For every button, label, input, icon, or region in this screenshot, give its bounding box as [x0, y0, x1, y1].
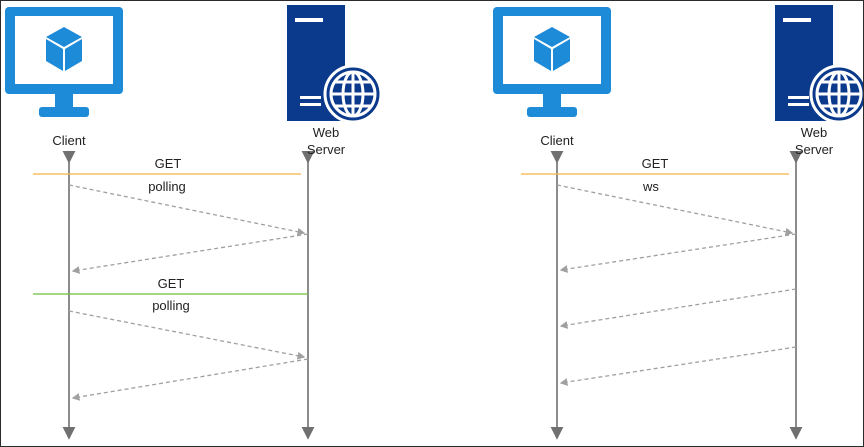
dashed-request-1 — [68, 184, 306, 236]
message-name-label: polling — [148, 179, 186, 194]
cube-icon — [46, 27, 82, 71]
cube-icon — [534, 27, 570, 71]
client-label: Client — [52, 133, 86, 148]
message-name-label: polling — [152, 298, 190, 313]
web-server-icon — [287, 5, 383, 124]
dashed-request-2 — [68, 310, 306, 360]
web-server-icon — [775, 5, 863, 124]
dashed-push-3 — [559, 346, 797, 386]
globe-icon — [323, 64, 383, 124]
message-method-label: GET — [641, 156, 669, 171]
client-label: Client — [540, 133, 574, 148]
message-name-label: ws — [643, 179, 659, 194]
server-label-line2: Server — [306, 142, 346, 157]
server-label-line1: Web — [800, 125, 828, 140]
message-method-label: GET — [154, 156, 182, 171]
dashed-response-2 — [71, 358, 309, 401]
dashed-response-1 — [71, 233, 309, 274]
server-label-line1: Web — [312, 125, 340, 140]
dashed-push-1 — [559, 233, 797, 273]
client-monitor-icon — [493, 7, 611, 117]
dashed-handshake-request — [556, 184, 794, 236]
message-method-label: GET — [157, 276, 185, 291]
server-label-line2: Server — [794, 142, 834, 157]
dashed-push-2 — [559, 288, 797, 329]
globe-icon — [809, 64, 863, 124]
client-monitor-icon — [5, 7, 123, 117]
